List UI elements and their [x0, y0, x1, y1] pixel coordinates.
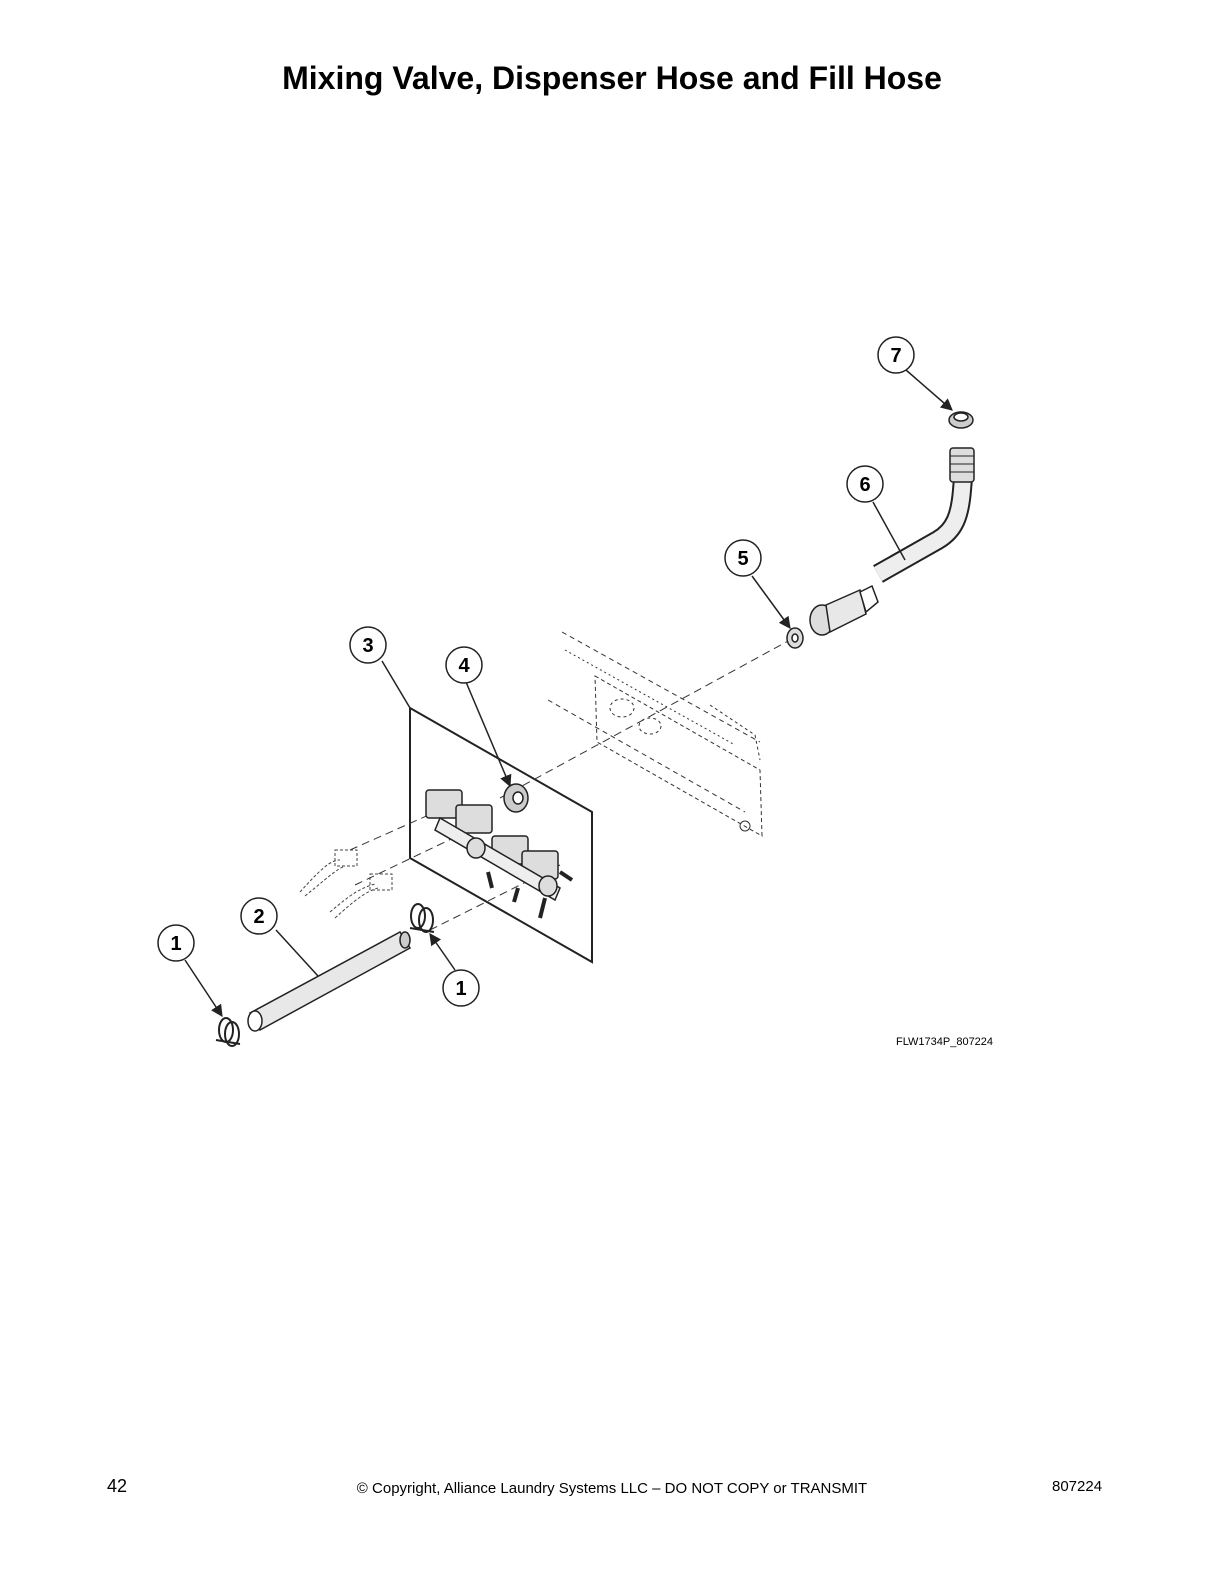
hose-clamp-right	[409, 903, 435, 933]
svg-text:5: 5	[737, 548, 748, 570]
page-title: Mixing Valve, Dispenser Hose and Fill Ho…	[282, 60, 942, 96]
callout-7: 7	[877, 336, 915, 374]
washer	[786, 627, 804, 649]
leader-lines	[184, 369, 953, 1018]
svg-text:3: 3	[362, 635, 373, 657]
cabinet-panel	[547, 631, 763, 837]
callout-5: 5	[724, 539, 762, 577]
fill-hose	[809, 447, 975, 636]
hose-clamp-left	[215, 1017, 241, 1047]
mixing-valve	[425, 789, 574, 919]
document-number: 807224	[1052, 1478, 1103, 1495]
dispenser-hose	[247, 931, 412, 1032]
page-number: 42	[107, 1476, 128, 1496]
svg-text:2: 2	[253, 906, 264, 928]
callout-1-left: 1	[157, 924, 195, 962]
svg-text:1: 1	[170, 933, 181, 955]
svg-text:4: 4	[458, 655, 470, 677]
callout-6: 6	[846, 465, 884, 503]
grommet	[503, 783, 529, 813]
svg-text:1: 1	[455, 978, 466, 1000]
screen-washer	[948, 411, 974, 429]
svg-text:6: 6	[859, 474, 870, 496]
callout-4: 4	[445, 646, 483, 684]
valve-panel-outline	[409, 706, 593, 964]
wire-connectors	[299, 849, 393, 919]
callout-2: 2	[240, 897, 278, 935]
figure-code: FLW1734P_807224	[896, 1036, 994, 1048]
copyright-notice: © Copyright, Alliance Laundry Systems LL…	[356, 1480, 868, 1497]
callout-1-right: 1	[442, 969, 480, 1007]
svg-text:7: 7	[890, 345, 901, 367]
callout-3: 3	[349, 626, 387, 664]
assembly-centerlines	[349, 639, 791, 931]
